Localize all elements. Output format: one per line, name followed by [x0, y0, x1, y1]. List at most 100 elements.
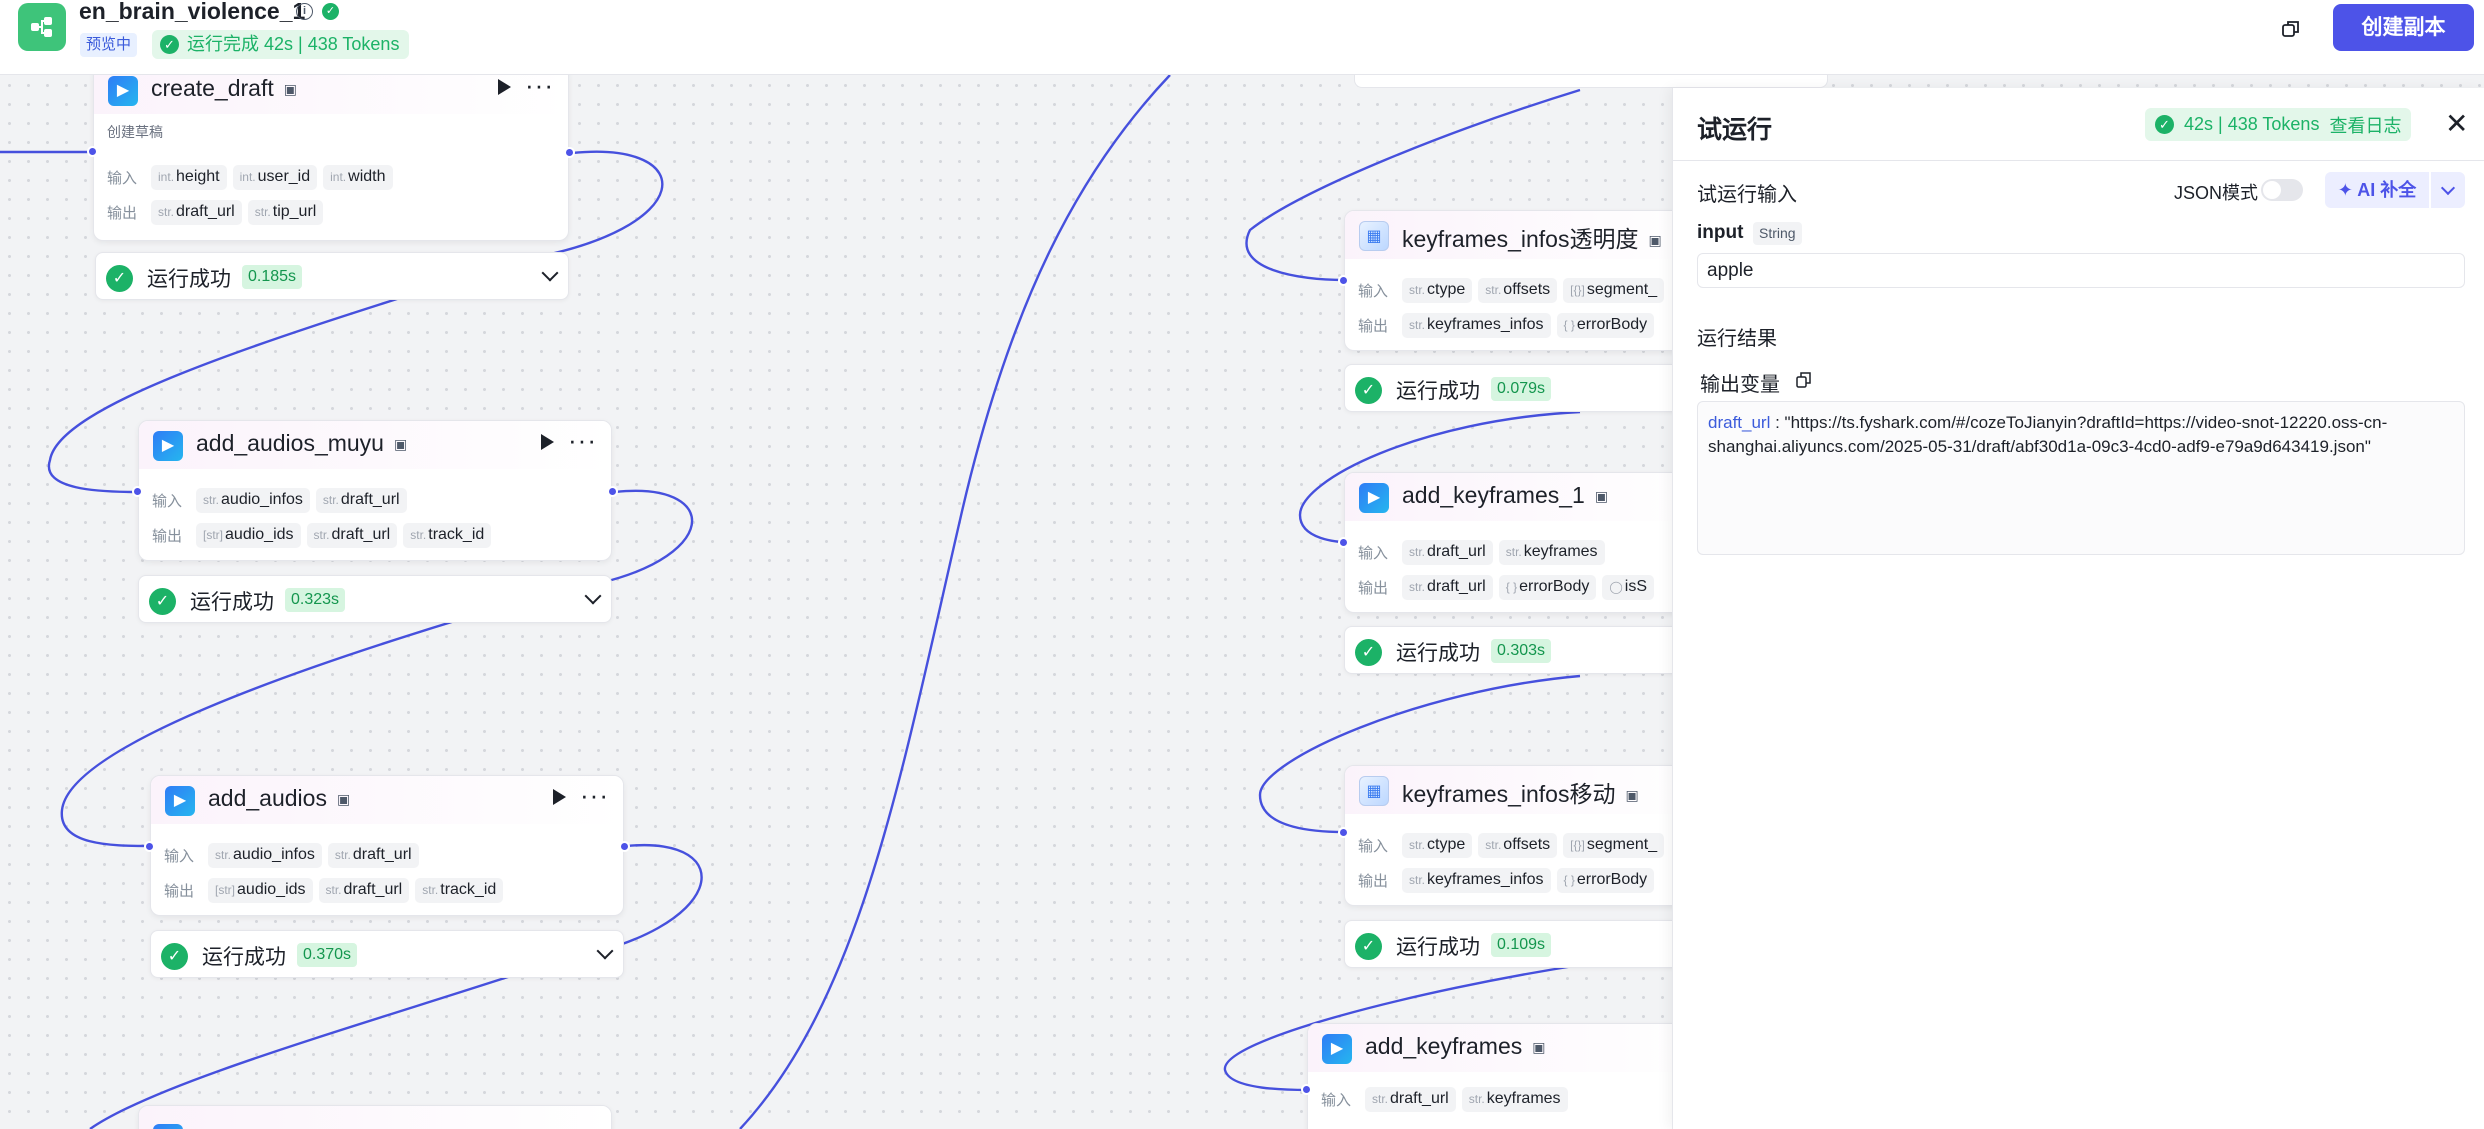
result-section-title: 运行结果: [1697, 328, 1777, 350]
node-status-bar[interactable]: ✓ 运行成功 0.185s: [95, 252, 569, 300]
info-icon[interactable]: i: [296, 3, 313, 20]
input-label: 输入: [164, 847, 195, 865]
input-port[interactable]: [144, 841, 155, 852]
chevron-down-icon[interactable]: [2431, 172, 2465, 208]
field-name: input: [1697, 222, 1744, 243]
param-pill: { }errorBody: [1498, 574, 1597, 600]
param-pill: str.draft_url: [1365, 1086, 1456, 1112]
input-port[interactable]: [132, 486, 143, 497]
node-add-audios[interactable]: ▶ add_audios▣ ··· 输入 str.audio_infos str…: [150, 775, 624, 916]
node-status-bar[interactable]: ✓ 运行成功 0.303s: [1344, 626, 1704, 674]
run-node-icon[interactable]: [498, 79, 511, 95]
param-pill: str.audio_infos: [208, 842, 322, 868]
param-pill: { }errorBody: [1556, 312, 1655, 338]
panel-run-stats: ✓ 42s | 438 Tokens 查看日志: [2145, 108, 2412, 141]
param-pill: [{}]segment_: [1563, 277, 1665, 303]
output-key: draft_url: [1708, 413, 1771, 432]
top-bar: en_brain_violence_1 i ✓ 预览中 ✓ 运行完成 42s |…: [0, 0, 2484, 75]
param-pill: str.ctype: [1402, 832, 1473, 858]
output-value: : "https://ts.fyshark.com/#/cozeToJianyi…: [1708, 413, 2388, 456]
plugin-icon: ▶: [153, 431, 183, 461]
chevron-down-icon[interactable]: [584, 587, 602, 605]
more-icon[interactable]: ···: [568, 425, 597, 455]
param-pill: str.draft_url: [1402, 574, 1493, 600]
param-pill: str.draft_url: [306, 522, 398, 548]
node-keyframes-infos-alpha[interactable]: ▦ keyframes_infos透明度▣ 输入 str.ctype str.o…: [1344, 210, 1704, 351]
param-pill: str.draft_url: [151, 199, 242, 225]
chevron-down-icon[interactable]: [541, 264, 559, 282]
plugin-badge-icon: ▣: [1594, 488, 1609, 505]
input-label: 输入: [107, 169, 138, 187]
output-port[interactable]: [607, 486, 618, 497]
run-node-icon[interactable]: [541, 434, 554, 450]
node-add-keyframes-1[interactable]: ▶ add_keyframes_1▣ 输入 str.draft_url str.…: [1344, 472, 1704, 613]
node-inputs: 输入 str.ctype str.offsets [{}]segment_: [1358, 832, 1665, 858]
output-port[interactable]: [619, 841, 630, 852]
status-text: 运行成功: [1396, 380, 1480, 403]
node-partial[interactable]: ▶: [138, 1105, 612, 1129]
node-add-keyframes[interactable]: ▶ add_keyframes▣ 输入 str.draft_url str.ke…: [1307, 1023, 1707, 1129]
output-box: draft_url : "https://ts.fyshark.com/#/co…: [1697, 401, 2465, 555]
success-check-icon: ✓: [149, 588, 176, 615]
output-vars-label: 输出变量: [1700, 374, 1780, 396]
ai-fill-button[interactable]: ✦ AI 补全: [2325, 172, 2429, 208]
param-pill: [str]audio_ids: [196, 522, 301, 548]
duration-badge: 0.109s: [1491, 933, 1552, 957]
preview-tag: 预览中: [80, 33, 138, 57]
node-title: add_audios_muyu: [196, 430, 384, 456]
node-create-draft[interactable]: ▶ create_draft▣ ··· 创建草稿 输入 int.height i…: [93, 65, 569, 241]
node-keyframes-infos-move[interactable]: ▦ keyframes_infos移动▣ 输入 str.ctype str.of…: [1344, 765, 1704, 906]
success-check-icon: ✓: [161, 943, 188, 970]
input-port[interactable]: [1338, 275, 1349, 286]
plugin-icon: ▶: [153, 1124, 183, 1129]
run-node-icon[interactable]: [553, 789, 566, 805]
param-pill: str.keyframes: [1461, 1086, 1568, 1112]
close-icon[interactable]: ✕: [2445, 108, 2469, 139]
test-run-panel: 试运行 ✓ 42s | 438 Tokens 查看日志 ✕ 试运行输入 JSON…: [1672, 88, 2484, 1129]
input-label: 输入: [152, 492, 183, 510]
success-check-icon: ✓: [1355, 933, 1382, 960]
json-mode-label: JSON模式: [2174, 183, 2259, 203]
duplicate-icon[interactable]: [2280, 18, 2302, 40]
param-pill: str.offsets: [1478, 277, 1558, 303]
copy-icon[interactable]: [1795, 371, 1813, 389]
node-title: add_audios: [208, 785, 327, 811]
plugin-badge-icon: ▣: [1625, 787, 1639, 804]
node-status-bar[interactable]: ✓ 运行成功 0.109s: [1344, 920, 1704, 968]
output-label: 输出: [152, 527, 183, 545]
input-section-title: 试运行输入: [1697, 184, 1797, 206]
node-status-bar[interactable]: ✓ 运行成功 0.323s: [138, 575, 612, 623]
view-log-link[interactable]: 查看日志: [2329, 115, 2402, 136]
duration-badge: 0.079s: [1491, 377, 1552, 401]
param-pill: [str]audio_ids: [208, 877, 313, 903]
json-mode-toggle[interactable]: [2261, 179, 2303, 201]
chevron-down-icon[interactable]: [596, 942, 614, 960]
more-icon[interactable]: ···: [525, 70, 554, 100]
input-field[interactable]: [1697, 253, 2465, 288]
node-status-bar[interactable]: ✓ 运行成功 0.079s: [1344, 364, 1704, 412]
node-status-bar[interactable]: ✓ 运行成功 0.370s: [150, 930, 624, 978]
input-label: 输入: [1358, 837, 1389, 855]
node-inputs: 输入 str.draft_url str.keyframes: [1321, 1086, 1568, 1112]
plugin-badge-icon: ▣: [393, 436, 408, 453]
output-port[interactable]: [564, 147, 575, 158]
create-copy-button[interactable]: 创建副本: [2333, 4, 2474, 51]
param-pill: { }errorBody: [1556, 867, 1655, 893]
input-port[interactable]: [87, 146, 98, 157]
partial-node-above: [1354, 75, 1828, 88]
input-port[interactable]: [1301, 1084, 1312, 1095]
field-type-tag: String: [1753, 222, 1802, 245]
param-pill: str.draft_url: [315, 487, 407, 513]
param-pill: str.track_id: [415, 877, 504, 903]
more-icon[interactable]: ···: [580, 780, 609, 810]
input-label: 输入: [1358, 544, 1389, 562]
node-outputs: 输出 str.keyframes_infos { }errorBody: [1358, 867, 1655, 893]
run-status-tag[interactable]: ✓ 运行完成 42s | 438 Tokens: [152, 30, 410, 59]
output-label: 输出: [107, 204, 138, 222]
input-port[interactable]: [1338, 537, 1349, 548]
success-check-icon: ✓: [160, 35, 179, 54]
input-port[interactable]: [1338, 827, 1349, 838]
status-text: 运行成功: [190, 591, 274, 614]
node-add-audios-muyu[interactable]: ▶ add_audios_muyu▣ ··· 输入 str.audio_info…: [138, 420, 612, 561]
